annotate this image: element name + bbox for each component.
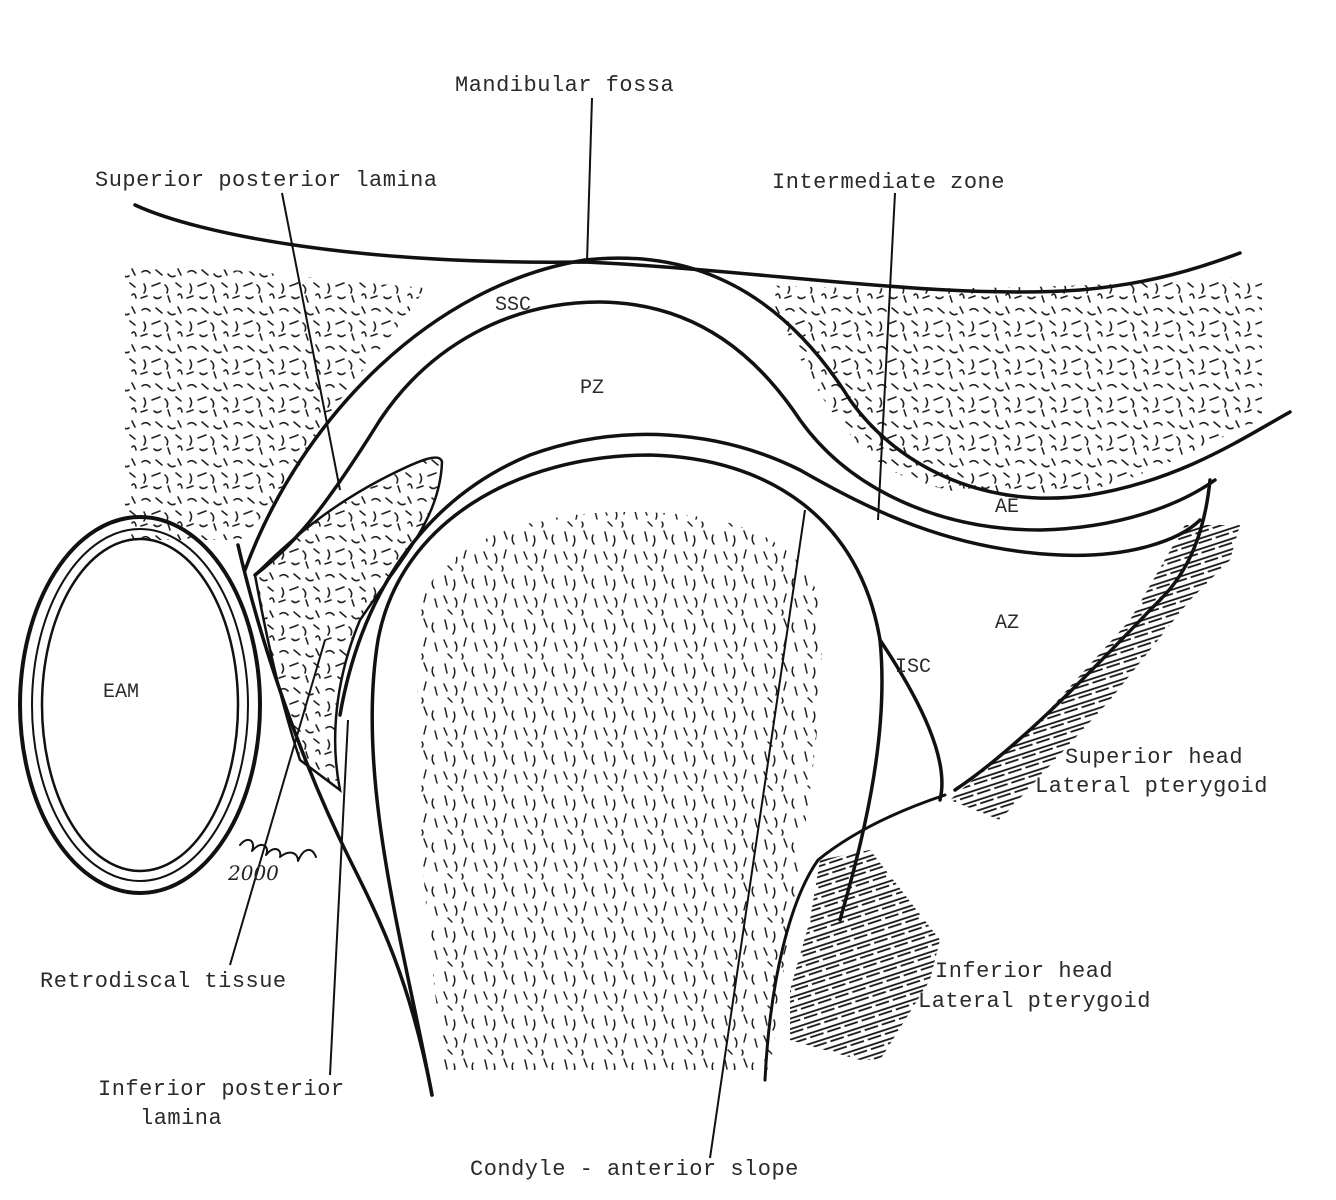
condyle-stipple	[417, 511, 822, 1070]
disc-inferior-boundary	[338, 432, 1202, 717]
superior-head-lateral-pterygoid	[950, 525, 1240, 820]
label-mandibular-fossa: Mandibular fossa	[455, 73, 674, 98]
label-superior-head-line1: Superior head	[1065, 745, 1243, 770]
disc-superior-boundary	[243, 256, 1292, 572]
label-condyle-anterior-slope: Condyle - anterior slope	[470, 1157, 799, 1182]
retrodiscal-wedge	[253, 456, 444, 793]
label-superior-head-line2: Lateral pterygoid	[1035, 774, 1268, 799]
ssc-lower-boundary	[253, 300, 1217, 577]
condyle-inner-line	[763, 793, 947, 1082]
fossa-outer-contour	[133, 203, 1242, 294]
label-inferior-head-line1: Inferior head	[935, 959, 1113, 984]
label-retrodiscal-tissue: Retrodiscal tissue	[40, 969, 287, 994]
leader-condyle-anterior-slope	[709, 509, 806, 1159]
zone-az: AZ	[995, 612, 1019, 635]
leader-superior-posterior-lamina	[281, 192, 341, 491]
posterior-condyle-neck	[236, 543, 434, 1097]
inferior-head-lateral-pterygoid	[790, 850, 940, 1060]
zone-ssc: SSC	[495, 294, 531, 317]
label-inferior-posterior-lamina-line2: lamina	[140, 1106, 222, 1131]
label-intermediate-zone: Intermediate zone	[772, 170, 1005, 195]
zone-eam: EAM	[103, 681, 139, 704]
leader-mandibular-fossa	[586, 97, 593, 263]
zone-pz: PZ	[580, 377, 604, 400]
label-inferior-head-line2: Lateral pterygoid	[918, 989, 1151, 1014]
leader-retrodiscal-tissue	[229, 639, 326, 966]
zone-ae: AE	[995, 496, 1019, 519]
zone-isc: ISC	[895, 656, 931, 679]
eam-outline	[18, 515, 262, 895]
condyle-articular-surface	[370, 453, 884, 1097]
artist-signature-year: 2000	[227, 861, 279, 885]
leader-intermediate-zone	[877, 192, 896, 521]
label-inferior-posterior-lamina-line1: Inferior posterior	[98, 1077, 345, 1102]
temporal-bone-posterior-stipple	[125, 266, 425, 540]
label-superior-posterior-lamina: Superior posterior lamina	[95, 168, 438, 193]
leader-inferior-posterior-lamina	[329, 719, 349, 1076]
artist-signature-scrawl	[239, 838, 317, 862]
